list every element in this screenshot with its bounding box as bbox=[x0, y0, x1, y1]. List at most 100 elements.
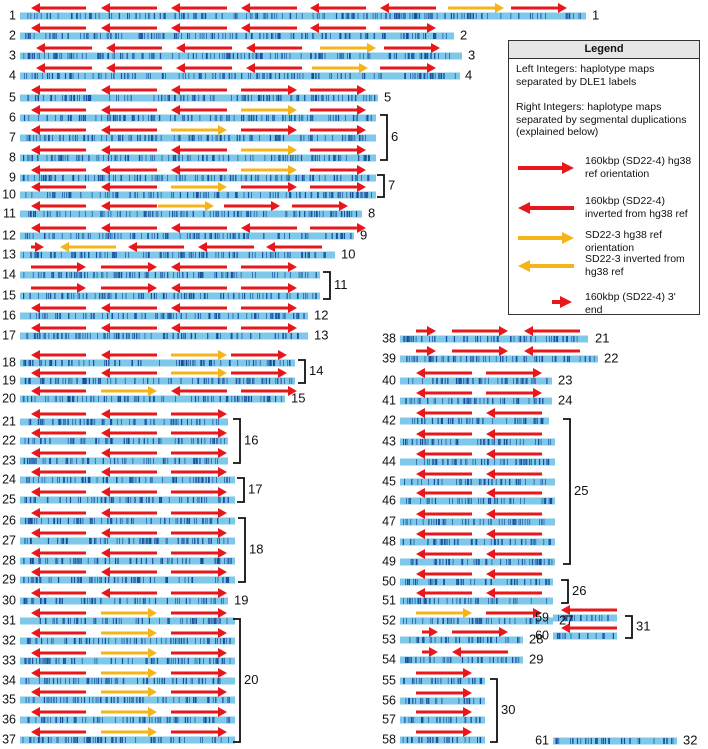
haplotype-map-row: 48 bbox=[382, 529, 555, 548]
orientation-arrow bbox=[31, 467, 86, 477]
orientation-arrow bbox=[486, 529, 542, 539]
haplotype-map-row: 57 bbox=[382, 707, 485, 726]
orientation-arrow bbox=[106, 43, 162, 53]
orientation-arrow bbox=[380, 3, 436, 13]
left-integer-label: 46 bbox=[382, 493, 396, 507]
orientation-arrow bbox=[224, 201, 280, 211]
legend-item-sd22-4-ref: 160kbp (SD22-4) hg38 ref orientation bbox=[509, 153, 699, 183]
orientation-arrow bbox=[171, 668, 227, 678]
orientation-arrow bbox=[241, 303, 297, 313]
orientation-arrow bbox=[171, 145, 227, 155]
orientation-arrow bbox=[171, 707, 227, 717]
legend-item-sd22-4-3prime-end: 160kbp (SD22-4) 3' end bbox=[509, 287, 699, 317]
orientation-arrow bbox=[171, 3, 227, 13]
orientation-arrow bbox=[310, 105, 366, 115]
left-integer-label: 29 bbox=[2, 572, 16, 586]
left-integer-label: 35 bbox=[2, 692, 16, 706]
orientation-arrow bbox=[241, 283, 297, 293]
orientation-arrow bbox=[452, 326, 508, 336]
orientation-arrow bbox=[101, 303, 157, 313]
orientation-arrow bbox=[486, 488, 542, 498]
orientation-arrow bbox=[380, 63, 436, 73]
haplotype-map-row: 47 bbox=[382, 509, 555, 528]
left-integer-label: 8 bbox=[9, 150, 16, 164]
haplotype-map-row: 38 bbox=[382, 326, 588, 345]
orientation-arrow bbox=[101, 428, 157, 438]
map-bar bbox=[20, 12, 586, 20]
orientation-arrow bbox=[31, 105, 86, 115]
orientation-arrow bbox=[31, 687, 86, 697]
orientation-arrow bbox=[266, 242, 322, 252]
orientation-arrow bbox=[310, 85, 366, 95]
orientation-arrow bbox=[246, 43, 302, 53]
legend-item-label: SD22-3 hg38 ref orientation bbox=[585, 229, 663, 254]
left-integer-label: 23 bbox=[2, 453, 16, 467]
right-integer-label: 12 bbox=[314, 307, 328, 322]
orientation-arrow bbox=[31, 303, 86, 313]
left-integer-label: 47 bbox=[382, 514, 396, 528]
haplotype-map-row: 45 bbox=[382, 469, 555, 488]
orientation-arrow bbox=[101, 528, 157, 538]
haplotype-map-row: 46 bbox=[382, 488, 555, 507]
orientation-arrow bbox=[416, 429, 472, 439]
orientation-arrow bbox=[416, 668, 472, 678]
orientation-arrow bbox=[416, 509, 472, 519]
orientation-arrow bbox=[241, 105, 297, 115]
map-bar bbox=[20, 476, 235, 484]
orientation-arrow bbox=[31, 386, 86, 396]
orientation-arrow bbox=[31, 262, 86, 272]
map-bar bbox=[400, 636, 523, 644]
right-integer-label: 19 bbox=[234, 592, 248, 607]
orientation-arrow bbox=[101, 727, 157, 737]
legend-box: Legend Left Integers: haplotype maps sep… bbox=[508, 40, 700, 317]
map-bar bbox=[553, 614, 617, 622]
orientation-arrow bbox=[416, 326, 436, 336]
map-bar bbox=[400, 716, 485, 724]
orientation-arrow bbox=[416, 588, 472, 598]
haplotype-map-row: 61 bbox=[535, 733, 677, 747]
segmental-duplication-bracket: 6 bbox=[380, 114, 398, 161]
left-integer-label: 7 bbox=[9, 130, 16, 144]
orientation-arrow bbox=[31, 165, 86, 175]
orientation-arrow bbox=[416, 549, 472, 559]
haplotype-map-row: 40 bbox=[382, 368, 552, 387]
map-bar bbox=[20, 517, 235, 525]
haplotype-map-row: 1 bbox=[9, 3, 586, 22]
orientation-arrow bbox=[31, 182, 86, 192]
orientation-arrow bbox=[101, 487, 157, 497]
orientation-arrow bbox=[310, 165, 366, 175]
haplotype-map-row: 30 bbox=[2, 588, 228, 607]
segmental-duplication-bracket: 7 bbox=[377, 174, 395, 198]
red-left-arrow-icon bbox=[518, 202, 574, 214]
orientation-arrow bbox=[171, 386, 227, 396]
orientation-arrow bbox=[36, 63, 92, 73]
map-bar bbox=[400, 578, 553, 586]
left-integer-label: 59 bbox=[535, 610, 549, 624]
left-integer-label: 53 bbox=[382, 632, 396, 646]
orientation-arrow bbox=[171, 487, 227, 497]
orientation-arrow bbox=[31, 707, 86, 717]
orientation-arrow bbox=[31, 3, 86, 13]
left-integer-label: 4 bbox=[9, 68, 16, 82]
haplotype-map-row: 29 bbox=[2, 567, 235, 586]
segmental-duplication-bracket: 20 bbox=[233, 618, 258, 743]
legend-item-label: 160kbp (SD22-4) hg38 ref orientation bbox=[585, 155, 692, 180]
map-bar bbox=[20, 617, 235, 625]
haplotype-map-row: 50 bbox=[382, 569, 553, 588]
left-integer-label: 2 bbox=[9, 28, 16, 42]
orientation-arrow bbox=[171, 648, 227, 658]
orientation-arrow bbox=[241, 223, 297, 233]
map-bar bbox=[400, 677, 485, 685]
left-integer-label: 19 bbox=[2, 373, 16, 387]
map-bar bbox=[20, 134, 376, 142]
left-integer-label: 24 bbox=[2, 472, 16, 486]
orientation-arrow bbox=[31, 323, 86, 333]
map-bar bbox=[553, 632, 617, 640]
orientation-arrow bbox=[101, 567, 157, 577]
right-integer-label: 1 bbox=[592, 7, 599, 22]
orientation-arrow bbox=[171, 125, 227, 135]
left-integer-label: 15 bbox=[2, 288, 16, 302]
haplotype-map-row: 18 bbox=[2, 350, 295, 369]
orientation-arrow bbox=[171, 262, 227, 272]
haplotype-map-row: 35 bbox=[2, 687, 235, 706]
